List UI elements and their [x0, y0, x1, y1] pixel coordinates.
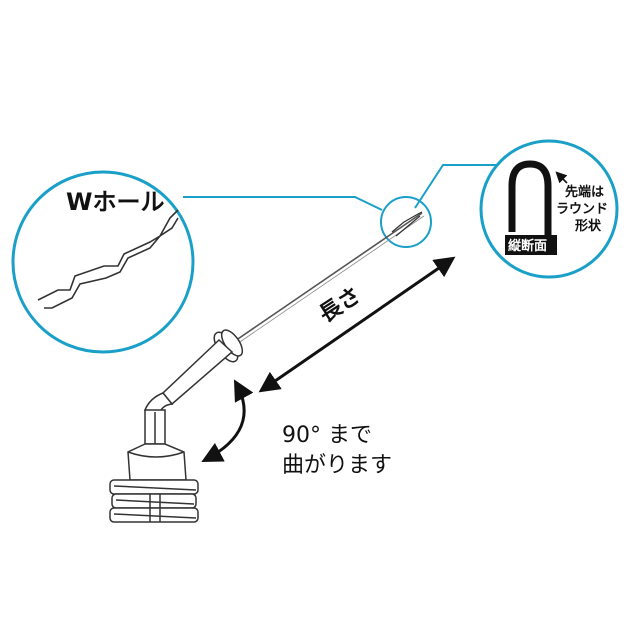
left-callout-line — [183, 196, 383, 211]
needle-shaft — [161, 338, 234, 406]
tip-focus-circle — [380, 196, 432, 248]
callout-connectors — [183, 164, 512, 211]
length-label: 長さ — [315, 283, 366, 328]
tip-note-line1: 先端は — [565, 184, 604, 200]
cross-section-label: 縦断面 — [508, 238, 547, 254]
bend-label-line1: 90° まで — [282, 423, 372, 448]
tip-note-line2: ラウンド — [556, 202, 608, 217]
w-hole-magnifier: Wホール — [11, 170, 195, 354]
bend-arc-arrow — [201, 379, 254, 462]
w-hole-label: Wホール — [66, 188, 164, 216]
needle-base-flare — [127, 443, 187, 481]
tip-note-line3: 形状 — [575, 218, 602, 234]
tip-pointer-arrow — [555, 171, 568, 184]
cross-section-magnifier: 先端は ラウンド 形状 縦断面 — [479, 139, 619, 279]
needle-thread — [109, 479, 199, 523]
cross-section-badge — [505, 235, 557, 255]
cross-section-shape — [508, 160, 552, 236]
right-callout-line — [414, 164, 512, 209]
length-arrow — [258, 256, 456, 393]
needle-tip — [391, 211, 423, 237]
bend-label-line2: 曲がります — [282, 453, 392, 478]
w-hole-needle-outline — [37, 209, 179, 309]
